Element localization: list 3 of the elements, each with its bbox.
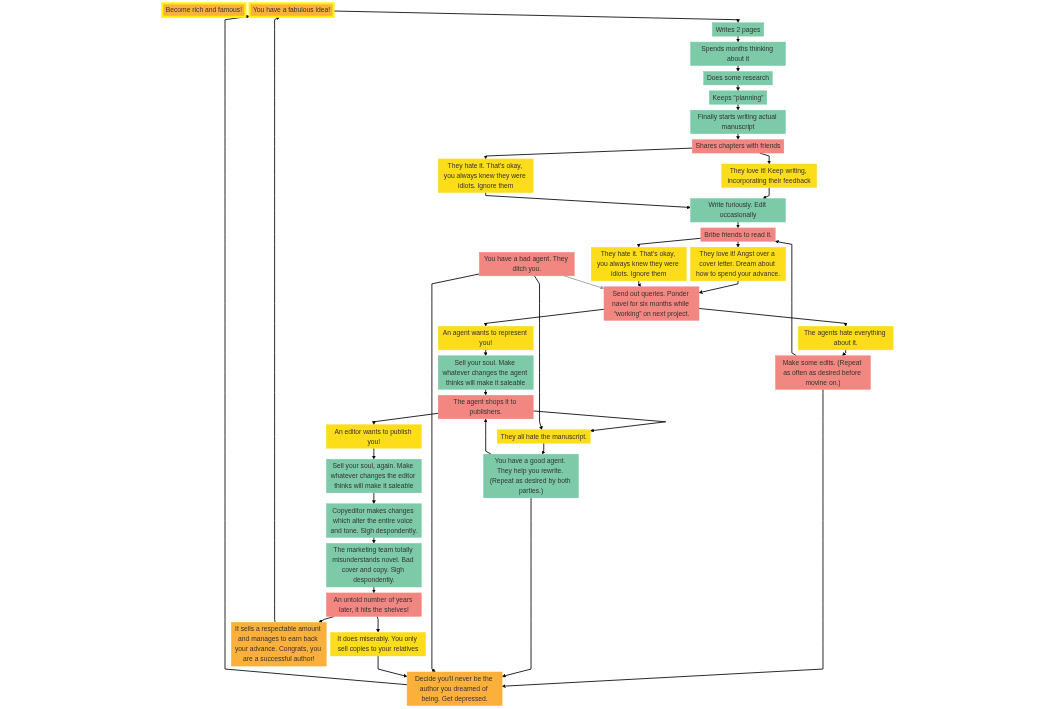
arrow [371, 537, 376, 544]
arrow [735, 65, 740, 72]
arrow [735, 133, 740, 140]
